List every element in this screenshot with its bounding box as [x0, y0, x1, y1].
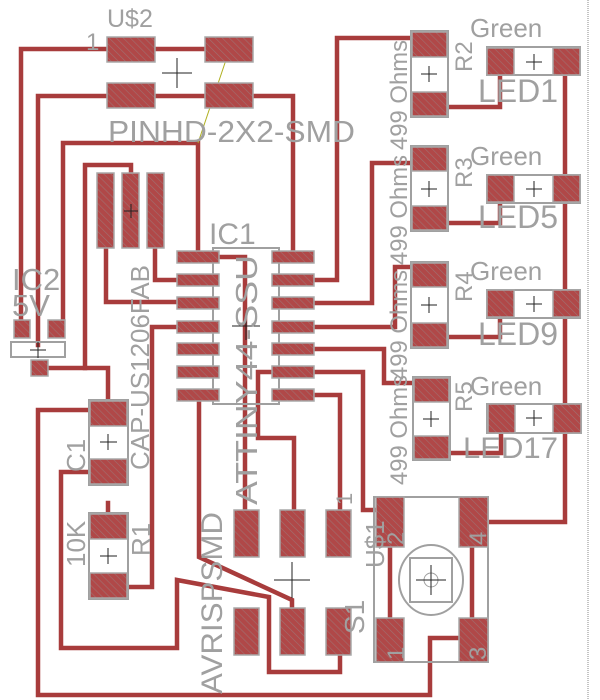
r4-value-label: 499 Ohms [386, 270, 413, 380]
switch-pin-3-label: 3 [465, 647, 492, 660]
header-pin1-label: 1 [86, 29, 99, 56]
led9-value-label: Green [470, 256, 542, 286]
led5-name-label: LED5 [478, 199, 558, 235]
microcontroller-ic1[interactable]: IC1 ATTINY44-SSU [176, 218, 315, 505]
switch-name-label: S1 [339, 600, 370, 634]
led1-value-label: Green [470, 13, 542, 43]
r1-value-label: 10K [61, 520, 91, 567]
capacitor-c1[interactable]: C1 [61, 399, 129, 486]
r4-name-label: R4 [451, 271, 478, 302]
r5-value-label: 499 Ohms [386, 375, 413, 485]
led9-name-label: LED9 [478, 316, 558, 352]
r5-name-label: R5 [451, 381, 478, 412]
pushbutton-s1[interactable]: 2 4 1 3 U$1 S1 [339, 496, 492, 663]
r3-value-label: 499 Ohms [386, 155, 413, 265]
ic2-name-label: IC2 [12, 262, 60, 297]
ic1-value-label: ATTINY44-SSU [229, 255, 264, 505]
r2-value-label: 499 Ohms [386, 40, 413, 150]
led17-value-label: Green [470, 371, 542, 401]
switch-pin-2-label: 2 [383, 532, 410, 545]
c1-name-label: C1 [61, 439, 91, 472]
r3-name-label: R3 [451, 157, 478, 188]
header-name-label: U$2 [107, 5, 153, 33]
ic2-value-label: 5V [12, 288, 50, 323]
r1-name-label: R1 [126, 523, 156, 556]
switch-part-label: U$1 [360, 520, 390, 568]
led-9[interactable]: Green LED9 [470, 256, 581, 352]
switch-pin-4-label: 4 [465, 532, 492, 545]
resonator-value-label: CAP-US1206FAB [125, 265, 155, 470]
pin-header-u2[interactable]: U$2 1 PINHD-2X2-SMD [86, 5, 355, 149]
resistor-r5[interactable]: R5 499 Ohms [386, 375, 478, 485]
led-1[interactable]: Green LED1 [470, 13, 581, 109]
header-value-label: PINHD-2X2-SMD [108, 114, 355, 149]
ic1-name-label: IC1 [209, 218, 256, 251]
r2-name-label: R2 [451, 41, 478, 72]
resistor-r3[interactable]: R3 499 Ohms [386, 145, 478, 265]
led5-value-label: Green [470, 141, 542, 171]
led-5[interactable]: Green LED5 [470, 141, 581, 235]
resistor-r4[interactable]: R4 499 Ohms [386, 261, 478, 380]
led-17[interactable]: Green LED17 [463, 371, 582, 465]
ic1-pins [176, 250, 315, 402]
isp-pin1-label: 1 [332, 493, 357, 505]
led17-name-label: LED17 [463, 432, 558, 465]
resonator[interactable]: CAP-US1206FAB [96, 172, 165, 470]
isp-value-label: AVRISPSMD [196, 512, 229, 694]
switch-pin-1-label: 1 [383, 647, 410, 660]
resistor-r2[interactable]: R2 499 Ohms [386, 30, 478, 150]
isp-header[interactable]: AVRISPSMD 1 [196, 493, 357, 694]
regulator-ic2[interactable]: IC2 5V [10, 262, 66, 377]
led1-name-label: LED1 [478, 73, 558, 109]
traces [18, 35, 568, 698]
resistor-r1[interactable]: 10K R1 [61, 512, 156, 600]
